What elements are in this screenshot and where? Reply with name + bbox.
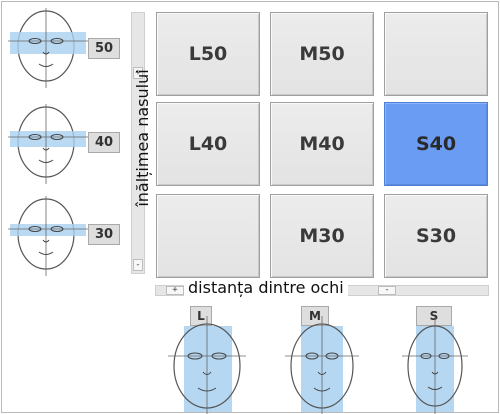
size-cell-empty-top-right xyxy=(384,12,488,96)
nose-height-plus-button[interactable]: + xyxy=(133,67,143,79)
size-cell-M50[interactable]: M50 xyxy=(270,12,374,96)
face-row-50: 50 xyxy=(8,8,122,88)
size-cell-M40[interactable]: M40 xyxy=(270,102,374,186)
size-cell-empty-bottom-left xyxy=(156,194,260,278)
face-height-30-icon xyxy=(8,196,88,276)
face-height-50-icon xyxy=(8,8,88,88)
size-cell-M30[interactable]: M30 xyxy=(270,194,374,278)
nose-height-minus-button[interactable]: - xyxy=(133,259,143,271)
size-cell-L50[interactable]: L50 xyxy=(156,12,260,96)
column-tag-L: L xyxy=(190,306,212,326)
face-width-S-icon xyxy=(402,316,468,414)
face-height-40-icon xyxy=(8,104,88,184)
size-cell-S30[interactable]: S30 xyxy=(384,194,488,278)
nose-height-scale[interactable]: + - xyxy=(131,12,145,274)
size-cell-L40[interactable]: L40 xyxy=(156,102,260,186)
nose-height-axis-label: înălțimea nasului xyxy=(133,69,152,207)
row-tag-30: 30 xyxy=(88,224,120,245)
face-row-40: 40 xyxy=(8,104,122,184)
eye-distance-plus-button[interactable]: + xyxy=(166,286,184,295)
eye-distance-minus-button[interactable]: - xyxy=(378,286,396,295)
size-cell-S40-selected[interactable]: S40 xyxy=(384,102,488,186)
row-tag-40: 40 xyxy=(88,132,120,153)
row-tag-50: 50 xyxy=(88,38,120,59)
eye-distance-axis-label: distanța dintre ochi xyxy=(184,278,348,300)
face-width-L-icon xyxy=(168,316,246,414)
face-width-M-icon xyxy=(285,316,359,414)
face-row-30: 30 xyxy=(8,196,122,276)
